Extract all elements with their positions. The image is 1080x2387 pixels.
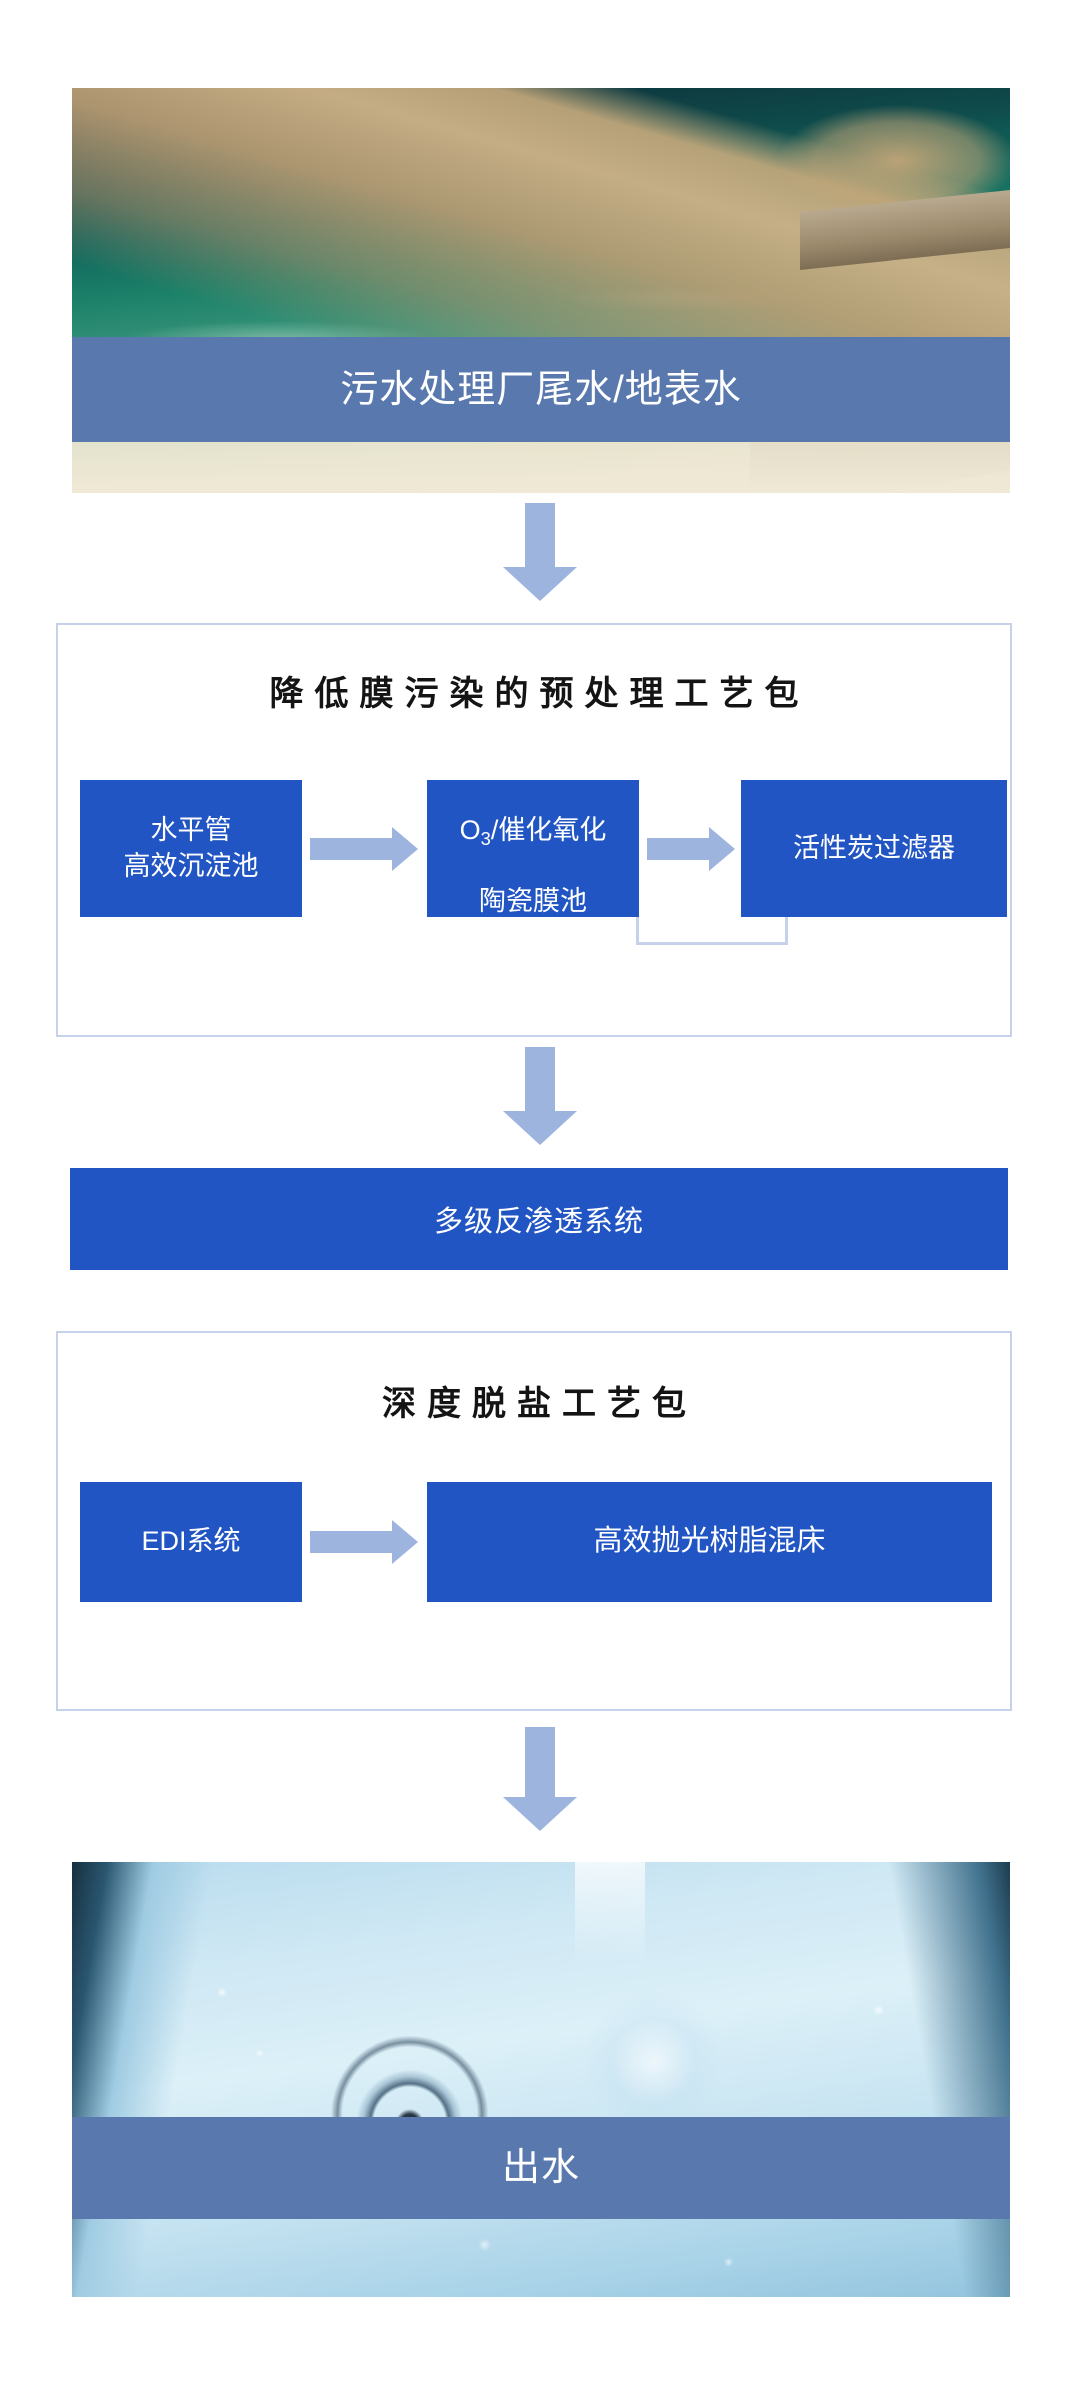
arrow-shaft xyxy=(525,1047,555,1111)
process-box-edi-system[interactable]: EDI系统 xyxy=(80,1482,302,1602)
ozone-formula-o: O xyxy=(459,815,481,846)
arrow-ceramic-to-carbon-filter xyxy=(647,827,735,871)
pretreatment-package-title: 降低膜污染的预处理工艺包 xyxy=(269,675,810,713)
arrow-shaft xyxy=(310,838,392,860)
process-box-horizontal-pipe-sedimentation-tank[interactable]: 水平管 高效沉淀池 xyxy=(80,780,302,917)
arrow-shaft xyxy=(647,838,709,860)
ro-system-label: 多级反渗透系统 xyxy=(433,1206,644,1238)
arrow-sedimentation-to-ozone xyxy=(310,827,418,871)
recycle-connector-line xyxy=(636,917,788,945)
down-arrow-source-to-pretreatment xyxy=(503,503,577,601)
arrow-head xyxy=(503,567,577,601)
source-water-banner: 污水处理厂尾水/地表水 xyxy=(72,337,1010,442)
arrow-head xyxy=(503,1797,577,1831)
down-arrow-desalination-to-effluent xyxy=(503,1727,577,1832)
process-box-label: 水平管 高效沉淀池 xyxy=(123,815,259,881)
arrow-shaft xyxy=(525,503,555,567)
process-box-label: 高效抛光树脂混床 xyxy=(593,1525,826,1558)
process-box-label: O3/催化氧化 陶瓷膜池 xyxy=(460,778,607,918)
desalination-package-panel: 深度脱盐工艺包 EDI系统 高效抛光树脂混床 xyxy=(56,1331,1012,1711)
effluent-banner: 出水 xyxy=(72,2117,1010,2219)
process-box-ozone-catalytic-ceramic-membrane[interactable]: O3/催化氧化 陶瓷膜池 xyxy=(427,780,639,917)
desalination-package-title: 深度脱盐工艺包 xyxy=(382,1385,697,1423)
arrow-head xyxy=(709,827,735,871)
ozone-formula-rest: /催化氧化 xyxy=(490,815,607,846)
source-water-caption: 污水处理厂尾水/地表水 xyxy=(340,368,742,411)
process-box-label: EDI系统 xyxy=(141,1526,241,1557)
arrow-head xyxy=(503,1111,577,1145)
ozone-formula-subscript: 3 xyxy=(480,828,491,850)
process-box-label: 活性炭过滤器 xyxy=(793,832,955,863)
spillway-structure xyxy=(800,190,1010,271)
process-box-high-efficiency-polishing-resin-mixed-bed[interactable]: 高效抛光树脂混床 xyxy=(427,1482,992,1602)
arrow-head xyxy=(392,1520,418,1564)
arrow-head xyxy=(392,827,418,871)
pretreatment-package-panel: 降低膜污染的预处理工艺包 水平管 高效沉淀池 O3/催化氧化 陶瓷膜池 活性炭过… xyxy=(56,623,1012,1037)
arrow-edi-to-polishing-mixed-bed xyxy=(310,1520,418,1564)
process-box-activated-carbon-filter[interactable]: 活性炭过滤器 xyxy=(741,780,1007,917)
arrow-shaft xyxy=(525,1727,555,1797)
arrow-shaft xyxy=(310,1531,392,1553)
process-box-multistage-ro-system[interactable]: 多级反渗透系统 xyxy=(70,1168,1008,1270)
down-arrow-pretreatment-to-ro xyxy=(503,1047,577,1145)
effluent-water-photo xyxy=(72,1862,1010,2297)
effluent-caption: 出水 xyxy=(501,2147,580,2189)
ceramic-membrane-line: 陶瓷膜池 xyxy=(479,885,587,916)
